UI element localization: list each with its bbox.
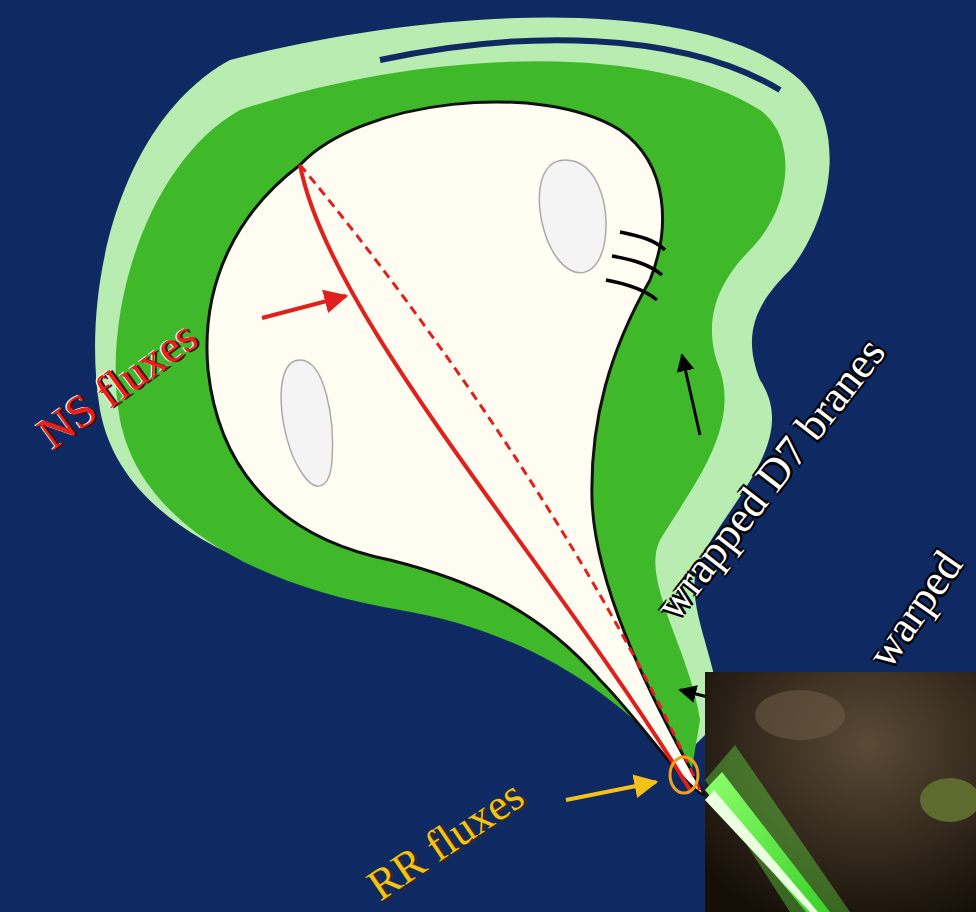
hole	[539, 160, 606, 273]
manifold-shape	[207, 102, 705, 795]
rr-flux-circle	[670, 757, 698, 793]
throat-label: warped	[860, 544, 970, 675]
saber-glow	[705, 745, 850, 912]
photo-shape	[920, 778, 976, 822]
leader-arrow	[566, 782, 656, 800]
photo-shape	[755, 690, 845, 740]
lightsaber-core	[705, 790, 818, 912]
hole	[281, 360, 332, 486]
ns-flux-line	[300, 165, 690, 790]
leader-arrow	[682, 355, 700, 435]
lightsaber	[705, 772, 830, 912]
leader-arrow	[262, 296, 346, 318]
ns-flux-dashed	[300, 165, 700, 790]
d7-branes	[606, 232, 665, 300]
flux-label: RR fluxes	[360, 772, 532, 908]
